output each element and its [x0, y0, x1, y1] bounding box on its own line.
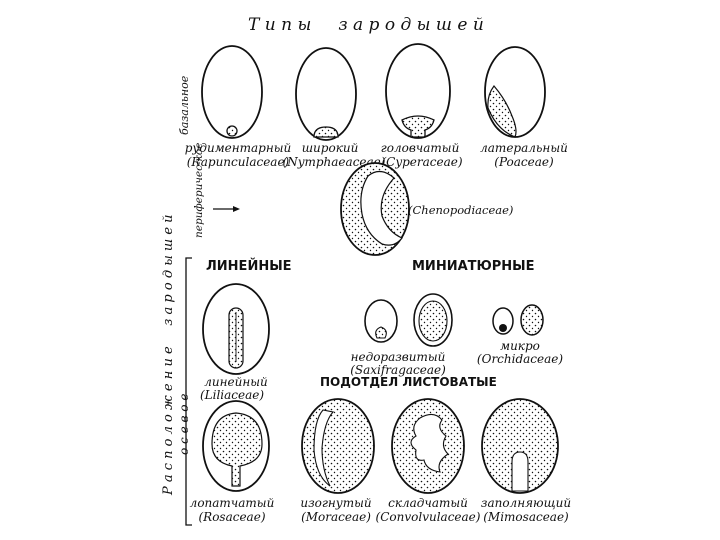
seed-underdeveloped-small — [365, 300, 397, 342]
label-family-filling: (Mimosaceae) — [483, 510, 569, 524]
label-family-micro: (Orchidaceae) — [477, 352, 563, 366]
seed-broad — [296, 48, 356, 140]
label-type-underdeveloped: недоразвитый — [351, 350, 446, 364]
label-type-capitate: головчатый — [381, 141, 460, 155]
axial-bracket — [186, 258, 192, 525]
axis-label-axial: о с е в о е — [177, 394, 191, 455]
section-leafy: ПОДОТДЕЛ ЛИСТОВАТЫЕ — [320, 375, 497, 389]
label-family-spatulate: (Rosaceae) — [198, 510, 265, 524]
diagram-title: Т и п ы з а р о д ы ш е й — [248, 15, 484, 35]
label-family-underdeveloped: (Saxifragaceae) — [350, 363, 446, 377]
seed-micro-small — [493, 308, 513, 334]
seed-folded — [392, 399, 464, 493]
seed-micro-large — [521, 305, 543, 335]
label-family-folded: (Convolvulaceae) — [376, 510, 481, 524]
seed-filling — [482, 399, 558, 493]
label-family-rudimentary: (Rapunculaceae) — [187, 155, 290, 169]
label-family-capitate: (Cyperaceae) — [381, 155, 462, 169]
label-type-rudimentary: рудиментарный — [185, 141, 292, 155]
arrow-icon — [213, 206, 240, 212]
label-family-peripheral: (Chenopodiaceae) — [408, 203, 513, 217]
seed-rudimentary — [202, 46, 262, 138]
label-family-lateral: (Poaceae) — [494, 155, 554, 169]
axis-label-basal: базальное — [178, 75, 191, 135]
seed-peripheral — [341, 163, 409, 255]
label-type-folded: складчатый — [388, 496, 468, 510]
seed-lateral — [485, 47, 545, 137]
section-linear: ЛИНЕЙНЫЕ — [206, 258, 292, 274]
label-type-spatulate: лопатчатый — [190, 496, 275, 510]
seed-curved — [302, 399, 374, 493]
label-type-filling: заполняющий — [481, 496, 571, 510]
label-family-curved: (Moraceae) — [301, 510, 371, 524]
section-miniature: МИНИАТЮРНЫЕ — [412, 259, 535, 274]
label-type-lateral: латеральный — [480, 141, 568, 155]
axis-label-main: Р а с п о л о ж е н и е з а р о д ы ш е … — [161, 214, 176, 496]
label-type-broad: широкий — [302, 141, 359, 155]
label-family-linear: (Liliaceae) — [200, 388, 264, 402]
seed-underdeveloped-large — [414, 294, 452, 346]
label-type-micro: микро — [500, 339, 540, 353]
label-type-curved: изогнутый — [300, 496, 371, 510]
seed-capitate — [386, 44, 450, 138]
label-type-linear: линейный — [204, 375, 268, 389]
seed-spatulate — [203, 401, 269, 491]
seed-linear — [203, 284, 269, 374]
